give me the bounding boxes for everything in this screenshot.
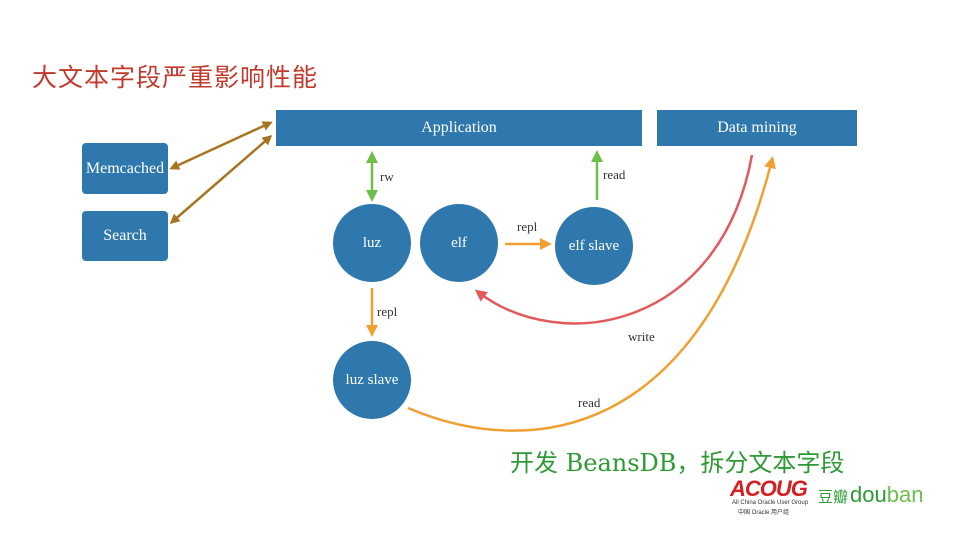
data-mining-box: Data mining [657, 110, 857, 146]
edge-label-write: write [628, 329, 655, 344]
edge-label-rw: rw [380, 169, 394, 184]
search-box: Search [82, 211, 168, 261]
node-luz-label: luz [362, 234, 382, 251]
acoug-logo-text: ACOUG [730, 476, 808, 501]
douban-logo-en: douban [850, 482, 923, 508]
edge-label-read-bottom: read [578, 395, 601, 410]
slide-title: 大文本字段严重影响性能 [32, 63, 319, 92]
acoug-logo: ACOUG All China Oracle User Group 中国 Ora… [730, 476, 808, 516]
douban-logo-en-b: ban [886, 482, 924, 507]
arrow-memcached-application [169, 121, 273, 170]
edge-label-repl-luz: repl [377, 304, 398, 319]
douban-logo-en-a: dou [850, 482, 887, 507]
arrow-search-application [169, 135, 273, 224]
arrow-luzslave-datamining-read [407, 156, 776, 432]
node-elf-slave: elf slave [555, 207, 633, 285]
node-elf-label: elf [451, 234, 467, 251]
acoug-logo-subtitle: All China Oracle User Group [732, 500, 809, 506]
node-luz-slave-label: luz slave [345, 371, 399, 388]
douban-logo: 豆瓣 douban [818, 482, 923, 508]
acoug-logo-subtitle-cn: 中国 Oracle 用户组 [738, 510, 790, 516]
memcached-label: Memcached [85, 159, 165, 177]
douban-logo-cn: 豆瓣 [818, 488, 849, 506]
node-luz: luz [333, 204, 411, 282]
node-elf-slave-label: elf slave [568, 237, 620, 254]
search-label: Search [103, 227, 147, 244]
data-mining-label: Data mining [717, 119, 797, 136]
edge-label-repl-elf: repl [517, 219, 538, 234]
memcached-box: Memcached [82, 143, 168, 194]
node-luz-slave: luz slave [333, 341, 411, 419]
footer-note: 开发 BeansDB，拆分文本字段 [510, 449, 845, 477]
arrow-datamining-elf-write [474, 154, 754, 325]
application-box: Application [276, 110, 642, 146]
edge-label-read-top: read [603, 167, 626, 182]
application-label: Application [421, 119, 497, 136]
node-elf: elf [420, 204, 498, 282]
